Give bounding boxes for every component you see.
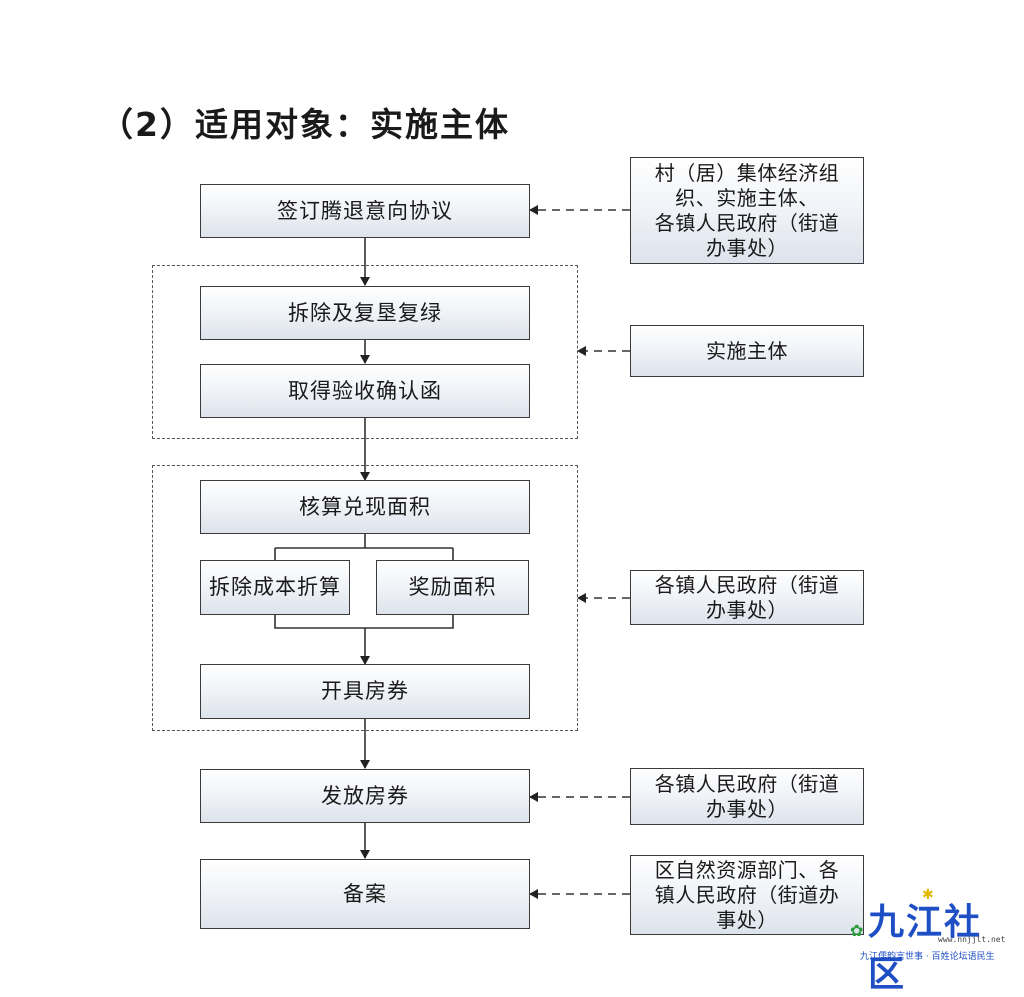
watermark-url: www.nnjjlt.net [938,935,1006,944]
step-filing: 备案 [200,859,530,929]
step-issue-voucher: 开具房券 [200,664,530,719]
actor-collective-subject-government: 村（居）集体经济组 织、实施主体、 各镇人民政府（街道 办事处） [630,157,864,264]
actor-implementation-subject: 实施主体 [630,325,864,377]
actor-town-government-1: 各镇人民政府（街道 办事处） [630,570,864,625]
step-sign-agreement: 签订腾退意向协议 [200,184,530,238]
step-distribute-voucher: 发放房券 [200,769,530,823]
watermark-logo: ✿ ✱ 九江社区 www.nnjjlt.net 九江儒韵言世事 · 百姓论坛语民… [846,887,1016,995]
flower-icon: ✿ [850,921,864,940]
step-cost-conversion: 拆除成本折算 [200,560,350,615]
actor-town-government-2: 各镇人民政府（街道 办事处） [630,768,864,825]
step-calculate-area: 核算兑现面积 [200,480,530,534]
section-title: （2）适用对象：实施主体 [100,105,510,144]
step-acceptance-letter: 取得验收确认函 [200,364,530,418]
step-demolish-restore: 拆除及复垦复绿 [200,286,530,340]
star-icon: ✱ [922,887,934,903]
watermark-slogan: 九江儒韵言世事 · 百姓论坛语民生 [860,952,995,962]
step-reward-area: 奖励面积 [376,560,529,615]
watermark-name: 九江社区 [868,902,983,995]
actor-natural-resources-government: 区自然资源部门、各 镇人民政府（街道办 事处） [630,855,864,935]
